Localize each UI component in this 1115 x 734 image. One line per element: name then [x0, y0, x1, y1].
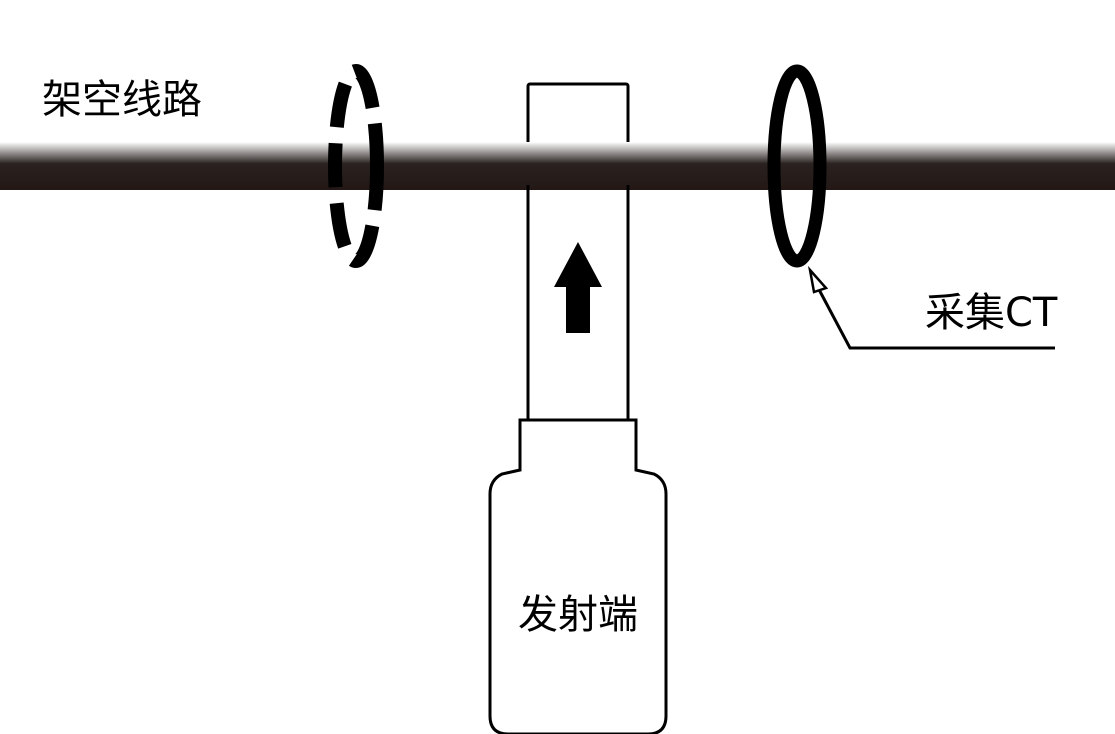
transmitter-label: 发射端 — [518, 592, 638, 638]
overhead-line-label: 架空线路 — [42, 77, 202, 123]
dashed-ct-ring — [328, 64, 384, 268]
arrow-head-icon — [807, 265, 829, 294]
overhead-conductor — [0, 142, 1115, 190]
ct-leader-line — [813, 281, 1055, 350]
collection-ct-ring — [767, 64, 827, 268]
transmitter-body — [488, 418, 668, 734]
arrow-up-icon — [554, 242, 602, 333]
collection-ct-label: 采集CT — [925, 290, 1058, 336]
